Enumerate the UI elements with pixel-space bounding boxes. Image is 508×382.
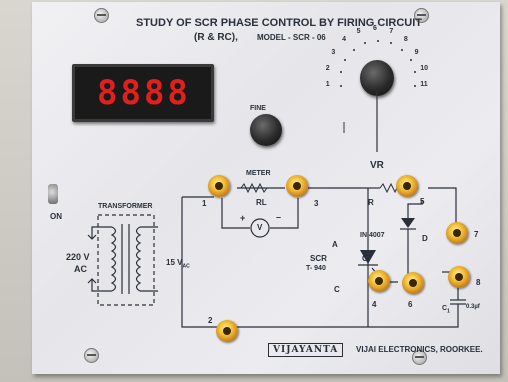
- terminal-5[interactable]: [396, 175, 418, 197]
- dial-number: 9: [414, 49, 419, 56]
- meter-minus: –: [276, 212, 282, 222]
- cathode-label: C: [334, 285, 340, 294]
- dial-number: 2: [325, 64, 330, 72]
- screw-icon: [414, 8, 429, 23]
- terminal-number-6: 6: [408, 300, 413, 309]
- model-number: MODEL - SCR - 06: [257, 33, 326, 42]
- dial-tick: [344, 59, 347, 61]
- scr-label: SCR: [310, 254, 327, 263]
- display-digits: 8888: [97, 73, 191, 113]
- input-unit: AC: [74, 264, 87, 274]
- dial-tick: [352, 48, 355, 51]
- dial-number: 7: [389, 27, 394, 35]
- terminal-number-5: 5: [420, 197, 425, 206]
- dial-number: 5: [356, 27, 361, 35]
- screw-icon: [94, 8, 109, 23]
- dial-tick: [339, 84, 342, 87]
- capacitor-label: C1: [442, 305, 450, 315]
- terminal-7[interactable]: [446, 222, 468, 244]
- dial-number: 6: [373, 25, 377, 32]
- trainer-panel: STUDY OF SCR PHASE CONTROL BY FIRING CIR…: [32, 2, 500, 374]
- vr-label: VR: [370, 160, 384, 171]
- circuit-diagram: [87, 182, 466, 328]
- meter-label: METER: [246, 170, 271, 177]
- terminal-2[interactable]: [216, 320, 238, 342]
- vr-coarse-knob[interactable]: [360, 60, 394, 96]
- terminal-8[interactable]: [448, 266, 470, 288]
- rl-label: RL: [256, 198, 267, 207]
- dial-number: 4: [342, 36, 347, 44]
- fine-knob[interactable]: [250, 114, 282, 146]
- terminal-3[interactable]: [286, 175, 308, 197]
- fine-label: FINE: [250, 105, 266, 112]
- dial-number: 3: [331, 49, 336, 56]
- screw-icon: [412, 350, 427, 365]
- terminal-number-4: 4: [372, 300, 377, 309]
- terminal-number-8: 8: [476, 278, 481, 287]
- terminal-6[interactable]: [402, 272, 424, 294]
- dial-number: 8: [403, 36, 408, 44]
- terminal-number-2: 2: [208, 316, 213, 325]
- dial-number: 1: [325, 81, 330, 89]
- dial-tick: [409, 59, 412, 61]
- dial-tick: [401, 48, 404, 51]
- dial-tick: [339, 71, 342, 74]
- input-voltage: 220 V: [66, 252, 90, 262]
- terminal-number-7: 7: [474, 230, 479, 239]
- dial-tick: [414, 71, 417, 74]
- capacitor-value: 0.3µf: [466, 304, 480, 310]
- r-label: R: [368, 198, 374, 207]
- dial-number: 11: [420, 81, 428, 89]
- vr-pointer: [343, 92, 378, 152]
- meter-plus: +: [240, 213, 246, 223]
- dial-number: 10: [420, 64, 429, 72]
- terminal-number-1: 1: [202, 199, 207, 208]
- dial-tick: [364, 42, 366, 45]
- voltmeter-symbol: V: [257, 223, 263, 232]
- terminal-number-3: 3: [314, 199, 319, 208]
- terminal-1[interactable]: [208, 175, 230, 197]
- anode-label: A: [332, 240, 338, 249]
- power-switch[interactable]: [48, 184, 58, 204]
- diode-label: D: [422, 234, 428, 243]
- dial-tick: [414, 84, 417, 87]
- digital-display: 8888: [72, 64, 214, 122]
- brand-logo: VIJAYANTA: [268, 343, 344, 357]
- terminal-4[interactable]: [368, 270, 390, 292]
- dial-tick: [389, 42, 392, 45]
- company-name: VIJAI ELECTRONICS, ROORKEE.: [356, 345, 483, 354]
- screw-icon: [84, 348, 99, 363]
- panel-subtitle: (R & RC),: [194, 32, 238, 43]
- gate-label: G: [362, 254, 369, 263]
- output-voltage: 15 VAC: [166, 258, 190, 270]
- diode-part: IN 4007: [360, 232, 385, 239]
- panel-title: STUDY OF SCR PHASE CONTROL BY FIRING CIR…: [136, 17, 423, 29]
- switch-label: ON: [50, 212, 62, 221]
- dial-tick: [377, 40, 379, 42]
- scr-part: T- 940: [306, 265, 326, 272]
- transformer-label: TRANSFORMER: [98, 203, 153, 210]
